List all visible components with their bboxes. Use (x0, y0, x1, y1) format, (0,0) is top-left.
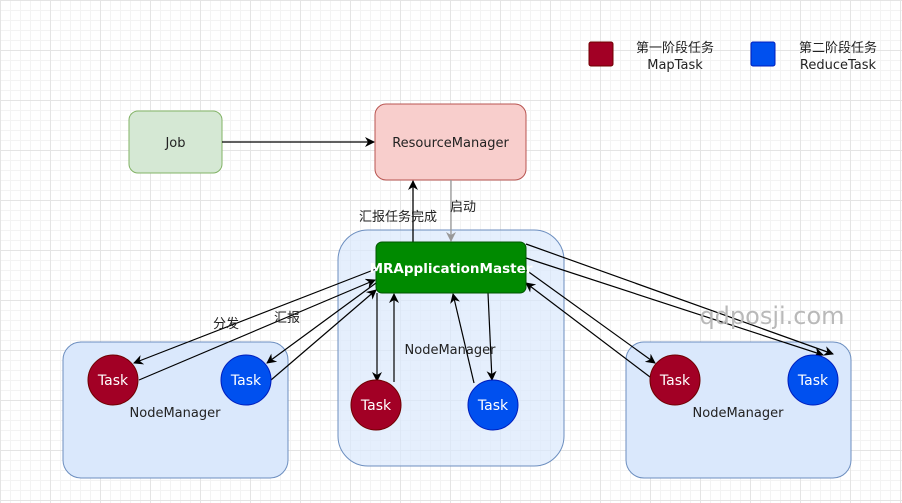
resource-manager-label: ResourceManager (392, 136, 509, 151)
edge-label-report: 汇报 (274, 311, 300, 326)
edge-center-reduce-to-am (450, 293, 475, 384)
task-center-map-label: Task (360, 398, 392, 414)
legend-reduce-title: 第二阶段任务 (799, 40, 877, 56)
edge-label-launch: 启动 (450, 200, 476, 215)
task-left-map-label: Task (97, 373, 129, 389)
task-left-map[interactable] (87, 354, 139, 406)
edge-left-map-to-am (138, 278, 376, 381)
legend-map-subtitle: MapTask (647, 58, 703, 73)
task-right-map-label: Task (659, 373, 691, 389)
edge-am-to-right-map (525, 269, 656, 364)
task-right-reduce[interactable] (787, 354, 839, 406)
edge-am-to-left-map (133, 268, 377, 365)
edge-right-map-to-am (525, 282, 655, 381)
legend-map-swatch (588, 41, 614, 67)
node-manager-center-label: NodeManager (405, 343, 497, 358)
edge-am-to-right-reduce-1 (525, 257, 824, 357)
app-master-box[interactable] (375, 241, 527, 294)
legend-reduce-subtitle: ReduceTask (800, 58, 877, 73)
edge-label-distribute: 分发 (213, 316, 239, 332)
node-manager-left-label: NodeManager (130, 406, 222, 421)
task-center-map[interactable] (350, 379, 402, 431)
edge-label-report-done: 汇报任务完成 (359, 209, 437, 225)
app-master-label: MRApplicationMaster (370, 261, 533, 277)
job-label: Job (164, 136, 185, 151)
legend: 第一阶段任务 MapTask 第二阶段任务 ReduceTask (588, 40, 877, 73)
task-center-reduce-label: Task (477, 398, 509, 414)
task-right-map[interactable] (649, 354, 701, 406)
edge-am-to-center-reduce (486, 292, 497, 381)
edge-am-to-left-reduce (266, 282, 377, 364)
node-manager-right-label: NodeManager (693, 406, 785, 421)
task-left-reduce-label: Task (230, 373, 262, 389)
edge-am-to-right-reduce-2 (525, 243, 834, 356)
task-right-reduce-label: Task (797, 373, 829, 389)
edge-left-reduce-to-am (270, 289, 377, 381)
legend-reduce-swatch (750, 41, 776, 67)
task-center-reduce[interactable] (467, 379, 519, 431)
legend-map-title: 第一阶段任务 (636, 40, 714, 56)
task-left-reduce[interactable] (220, 354, 272, 406)
watermark: qdposji.com (699, 302, 844, 330)
